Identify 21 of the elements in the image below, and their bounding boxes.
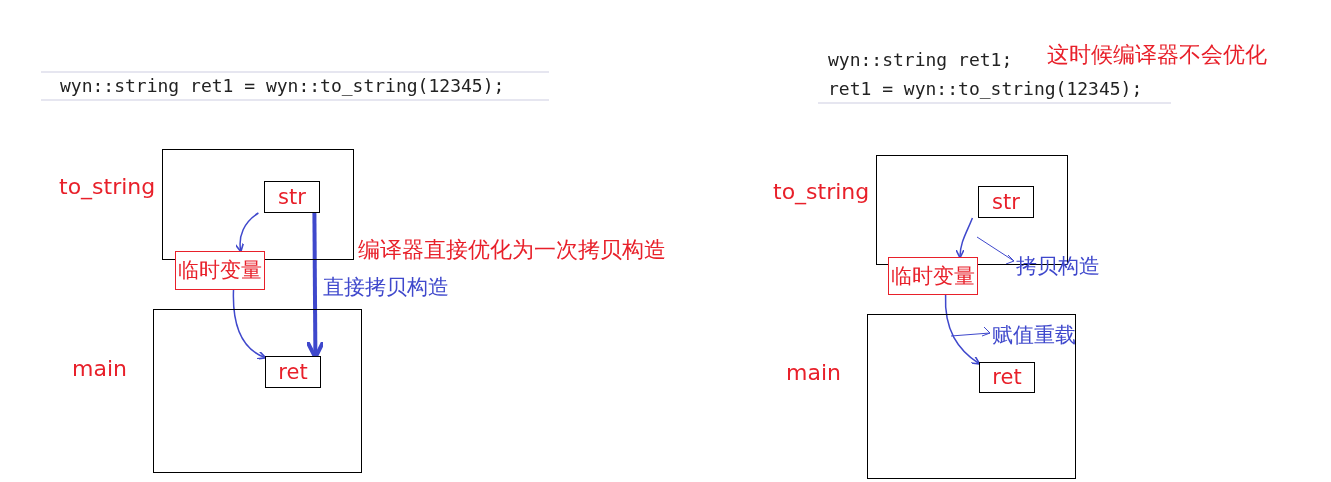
code-line: wyn::string ret1;	[828, 51, 1013, 69]
variable-box: ret	[979, 362, 1035, 393]
arrow	[232, 289, 267, 360]
frame-heading: to_string	[773, 181, 870, 203]
code-line: ret1 = wyn::to_string(12345);	[828, 80, 1143, 98]
annotation-text: 编译器直接优化为一次拷贝构造	[358, 239, 666, 261]
variable-box: str	[978, 186, 1034, 218]
frame-heading: main	[786, 362, 841, 384]
code-line: wyn::string ret1 = wyn::to_string(12345);	[60, 77, 505, 95]
variable-box: str	[264, 181, 320, 213]
variable-box: 临时变量	[175, 251, 265, 290]
variable-box: ret	[265, 356, 321, 388]
arrow	[944, 294, 981, 365]
frame-heading: main	[72, 358, 127, 380]
edge-label: 赋值重载	[992, 323, 1076, 347]
variable-box: 临时变量	[888, 257, 978, 295]
arrow	[955, 217, 974, 259]
edge-label: 直接拷贝构造	[322, 276, 450, 299]
frame-heading: to_string	[59, 176, 156, 198]
arrow	[235, 212, 260, 253]
annotation-text: 这时候编译器不会优化	[1047, 44, 1267, 66]
